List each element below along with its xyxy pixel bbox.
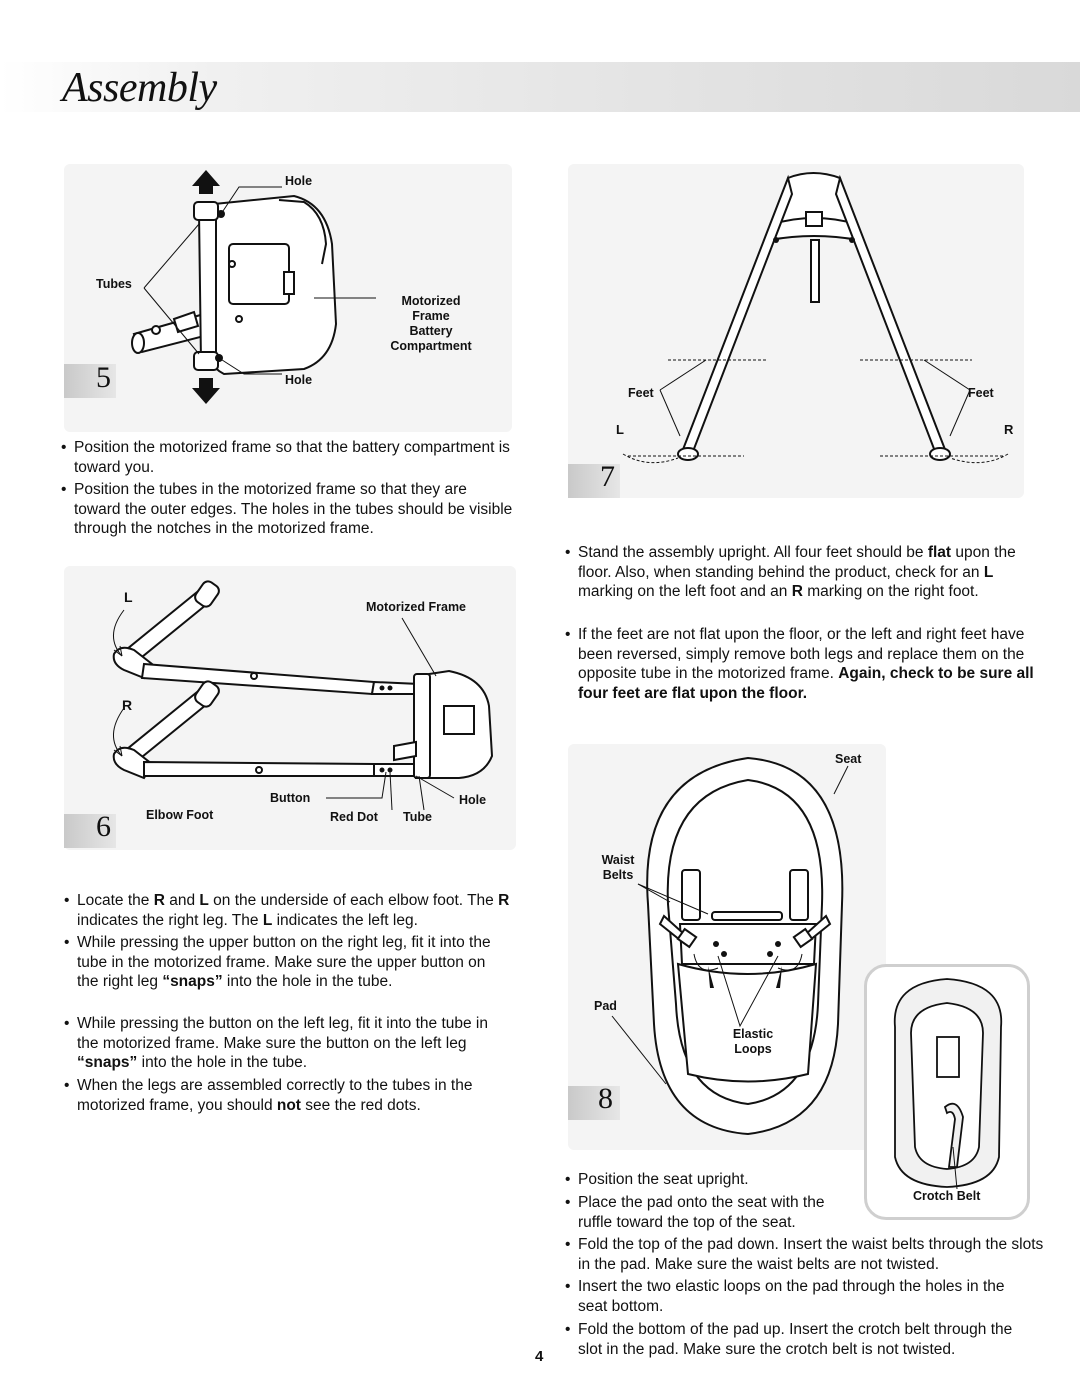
- step8-bullet-1: •Position the seat upright.: [565, 1171, 749, 1188]
- label-motorized-frame-battery: Motorized Frame Battery Compartment: [376, 294, 486, 354]
- label-pad: Pad: [594, 999, 617, 1013]
- page-title: Assembly: [62, 65, 217, 111]
- step7-bullet-1: •Stand the assembly upright. All four fe…: [565, 544, 1016, 600]
- bullet-dot: •: [565, 1278, 571, 1295]
- label-frame-line4: Compartment: [390, 339, 472, 353]
- step6-diagram: [112, 580, 494, 811]
- step8-bullet-2: •Place the pad onto the seat with the ru…: [565, 1194, 825, 1231]
- bullet-dot: •: [61, 481, 67, 498]
- step5-diagram: [131, 170, 376, 404]
- step6-number-box: [64, 814, 116, 848]
- label-elastic-loops: Elastic Loops: [732, 1027, 774, 1056]
- step5-illustration: Hole Tubes Motorized Frame Battery Compa…: [64, 164, 512, 432]
- bullet-dot: •: [64, 1077, 70, 1094]
- step8-illustration: Seat Waist Belts Pad Elastic Loops: [568, 744, 886, 1150]
- step5-bullet-1: •Position the motorized frame so that th…: [61, 439, 510, 476]
- label-red-dot: Red Dot: [330, 810, 378, 824]
- label-button: Button: [270, 791, 311, 805]
- step8-diagram: [611, 756, 849, 1136]
- bullet-dot: •: [565, 1321, 571, 1338]
- step6-bullet-1: •Locate the R and L on the underside of …: [64, 892, 510, 929]
- label-feet-right: Feet: [968, 386, 994, 400]
- bullet-dot: •: [565, 544, 571, 561]
- header-band: [0, 62, 1080, 112]
- step8-bullet-3: •Fold the top of the pad down. Insert th…: [565, 1236, 1044, 1273]
- bullet-dot: •: [565, 1171, 571, 1188]
- label-elbow-foot: Elbow Foot: [146, 808, 214, 822]
- label-waist-belts: Waist Belts: [601, 853, 635, 882]
- label-r: R: [122, 697, 133, 713]
- step8-bullet-5: •Fold the bottom of the pad up. Insert t…: [565, 1321, 1013, 1358]
- step7-bullet-2: •If the feet are not flat upon the floor…: [565, 626, 1034, 702]
- label-l: L: [616, 422, 624, 437]
- label-tubes: Tubes: [96, 277, 132, 291]
- label-hole-bottom: Hole: [285, 373, 313, 387]
- step6-number: 6: [96, 810, 111, 843]
- step5-number: 5: [96, 361, 111, 394]
- step8-bullet-4: •Insert the two elastic loops on the pad…: [565, 1278, 1005, 1315]
- step6-bullet-3: •While pressing the button on the left l…: [64, 1015, 488, 1071]
- step7-diagram: [622, 172, 1009, 464]
- bullet-dot: •: [64, 892, 70, 909]
- label-frame-line1: Motorized: [401, 294, 461, 308]
- label-hole: Hole: [459, 793, 487, 807]
- label-hole-top: Hole: [285, 174, 313, 188]
- page-number: 4: [535, 1348, 544, 1365]
- step6-bullet-2: •While pressing the upper button on the …: [64, 934, 491, 990]
- label-l: L: [124, 589, 133, 605]
- step7-illustration: Feet Feet L R: [568, 164, 1024, 498]
- step6-bullet-4: •When the legs are assembled correctly t…: [64, 1077, 473, 1114]
- bullet-dot: •: [565, 626, 571, 643]
- step8-number-box: [568, 1086, 620, 1120]
- bullet-dot: •: [565, 1236, 571, 1253]
- step7-number-box: [568, 464, 620, 498]
- bullet-dot: •: [565, 1194, 571, 1211]
- step8-number: 8: [598, 1082, 613, 1115]
- step5-bullet-2: •Position the tubes in the motorized fra…: [61, 481, 513, 537]
- label-motorized-frame: Motorized Frame: [366, 600, 467, 614]
- bullet-dot: •: [61, 439, 67, 456]
- label-r: R: [1004, 422, 1014, 437]
- label-tube: Tube: [403, 810, 432, 824]
- crotch-belt-diagram: [893, 978, 1003, 1190]
- step5-number-box: [64, 364, 116, 398]
- crotch-belt-inset: Crotch Belt: [864, 964, 1030, 1220]
- label-crotch-belt: Crotch Belt: [913, 1189, 981, 1203]
- step7-number: 7: [600, 460, 615, 493]
- label-frame-line2: Frame: [412, 309, 450, 323]
- label-seat: Seat: [835, 752, 862, 766]
- step6-illustration: L R Motorized Frame Button Hole Elbow Fo…: [64, 566, 516, 850]
- label-frame-line3: Battery: [409, 324, 453, 338]
- label-feet-left: Feet: [628, 386, 654, 400]
- bullet-dot: •: [64, 934, 70, 951]
- bullet-dot: •: [64, 1015, 70, 1032]
